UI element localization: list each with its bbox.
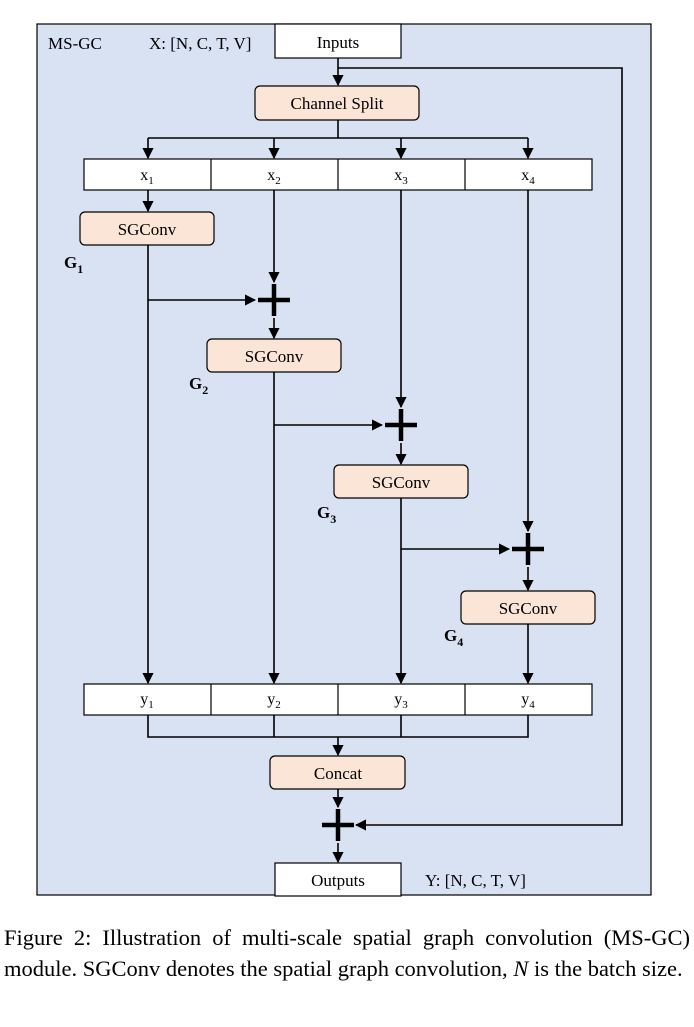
ms-gc-diagram: MS-GC X: [N, C, T, V] Inputs Channel Spl… [36, 23, 652, 897]
sgconv-label-2: SGConv [245, 347, 304, 366]
caption-variable: N [513, 956, 529, 981]
x-cell-4: x4 [521, 167, 535, 187]
inputs-label: Inputs [317, 33, 360, 52]
inputs-box [274, 23, 402, 59]
plus-icon [385, 409, 417, 441]
y-cell-2: y2 [267, 691, 281, 711]
outputs-box [274, 862, 402, 897]
channel-split-label: Channel Split [290, 94, 383, 113]
x-cell-1: x1 [140, 167, 154, 187]
x-cell-3: x3 [394, 167, 408, 187]
sgconv-label-3: SGConv [372, 473, 431, 492]
y-cell-4: y4 [521, 691, 535, 711]
g-label-3: G3 [317, 503, 336, 526]
x-row: x1 x2 x3 x4 [83, 158, 593, 191]
input-shape-label: X: [N, C, T, V] [149, 34, 251, 53]
x-cell-2: x2 [267, 167, 281, 187]
sgconv-label-1: SGConv [118, 220, 177, 239]
g-label-4: G4 [444, 626, 463, 649]
y-cell-3: y3 [394, 691, 408, 711]
outputs-label: Outputs [311, 871, 365, 890]
concat-label: Concat [314, 764, 362, 783]
plus-icon [258, 284, 290, 316]
module-label: MS-GC [48, 34, 102, 53]
plus-icon [322, 809, 354, 841]
plus-icon [512, 533, 544, 565]
output-shape-label: Y: [N, C, T, V] [425, 871, 526, 890]
g-label-2: G2 [189, 374, 208, 397]
y-row: y1 y2 y3 y4 [83, 683, 593, 716]
y-cell-1: y1 [140, 691, 154, 711]
sgconv-label-4: SGConv [499, 599, 558, 618]
residual-path [338, 67, 623, 831]
g-label-1: G1 [64, 253, 83, 276]
figure-caption: Figure 2: Illustration of multi-scale sp… [4, 925, 690, 981]
